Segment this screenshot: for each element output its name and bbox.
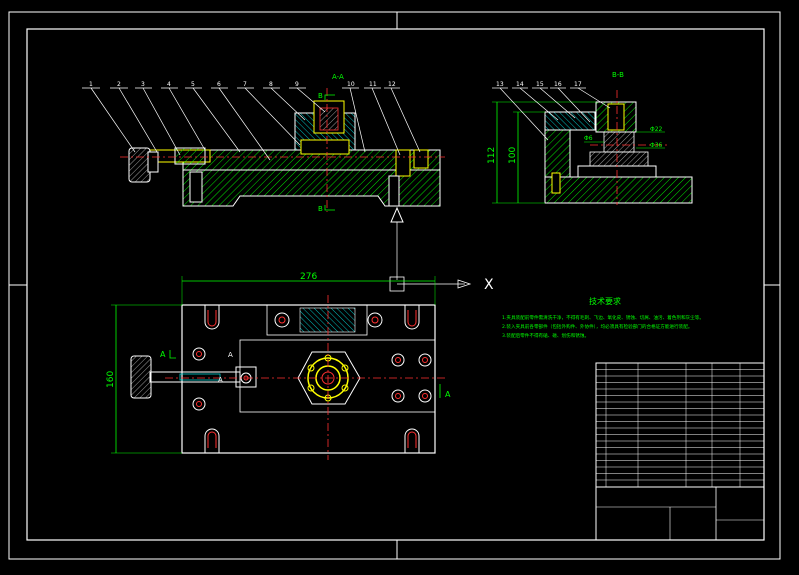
technical-requirements: 技术要求 1.夹具装配前零件需清洗干净，不得有毛刺、飞边、氧化皮、锈蚀、切屑、油… [502,296,704,339]
plan-view: A A A A 276 160 [106,272,451,460]
balloon-3: 3 [141,81,145,88]
ucs-box [389,276,405,292]
balloon-4: 4 [167,81,171,88]
clamp-insert [319,107,339,131]
balloon-17: 17 [574,81,582,88]
handwheel-hub [147,151,159,173]
side-clamp-arm [544,111,596,131]
balloon-10: 10 [347,81,355,88]
bolt-hole [189,171,203,203]
balloon-2: 2 [117,81,121,88]
cut-a-right: A [445,390,451,399]
balloon-11: 11 [369,81,377,88]
base-body [182,169,441,207]
plan-screw-thread [179,373,221,381]
balloon-14: 14 [516,81,524,88]
balloon-12: 12 [388,81,396,88]
cut-a-mid2: A [218,376,223,384]
balloon-13: 13 [496,81,504,88]
cut-b-bottom: B [318,205,323,213]
tech-line-3: 3.装配后零件不得有磕、碰、划伤和锈蚀。 [502,332,589,339]
arrow-head [457,279,472,289]
clamp-block-top [266,304,368,336]
front-section-view: A-A B B [82,73,445,213]
balloon-5: 5 [191,81,195,88]
cut-b-top: B [318,92,323,100]
height-100: 100 [508,147,518,164]
fit-22: Φ22 [650,126,663,133]
section-bb-label: B-B [612,71,624,79]
cut-arrow [169,350,176,359]
parts-list [595,362,765,541]
balloon-15: 15 [536,81,544,88]
balloon-8: 8 [269,81,273,88]
clamp-hatch [299,307,356,333]
plan-lead-screw [149,371,241,383]
stop-post [395,149,411,177]
balloon-7: 7 [243,81,247,88]
leader-lines [82,87,421,161]
bolt-hole [388,175,400,207]
outer-frame [8,11,781,560]
flange-holes [307,354,349,402]
cut-a-mid: A [228,351,233,359]
plan-handwheel [130,355,152,399]
mounting-slots [204,305,420,453]
height-160: 160 [106,371,116,388]
cut-arrow [324,205,335,211]
tech-title: 技术要求 [589,296,621,306]
screw-nut [174,147,206,165]
height-112: 112 [487,147,497,164]
cut-a-left: A [160,350,166,359]
tech-line-1: 1.夹具装配前零件需清洗干净，不得有毛刺、飞边、氧化皮、锈蚀、切屑、油污、着色剂… [502,314,704,321]
balloon-1: 1 [89,81,93,88]
side-column [544,129,571,178]
fit-36: Φ36 [650,142,663,149]
cut-arrow [324,94,335,100]
balloon-9: 9 [295,81,299,88]
centering-marks [9,12,780,559]
tech-line-2: 2.装入夹具前各零部件（包括外购件、外协件），均必须具有检验部门的合格证方能进行… [502,323,692,330]
section-aa-label: A-A [332,73,344,81]
fit-6: Φ6 [584,135,593,142]
plan-nut [235,366,257,388]
locating-pin [603,131,635,153]
title-block [595,486,765,541]
side-base [544,176,693,204]
inner-frame [26,28,765,541]
balloon-6: 6 [217,81,221,88]
side-section-view: B-B 112 100 Φ22 Φ36 Φ6 [487,71,693,205]
stop-post [413,149,429,169]
x-axis-label: X [484,277,494,293]
slot-highlights [207,310,417,448]
side-screw [551,172,561,194]
workpiece-seat [300,139,350,155]
balloon-16: 16 [554,81,562,88]
locating-plate [589,151,649,167]
width-276: 276 [300,272,317,282]
handwheel [128,147,151,183]
locating-mark [390,206,404,223]
side-bore [607,103,625,131]
slide-outline [239,339,436,413]
